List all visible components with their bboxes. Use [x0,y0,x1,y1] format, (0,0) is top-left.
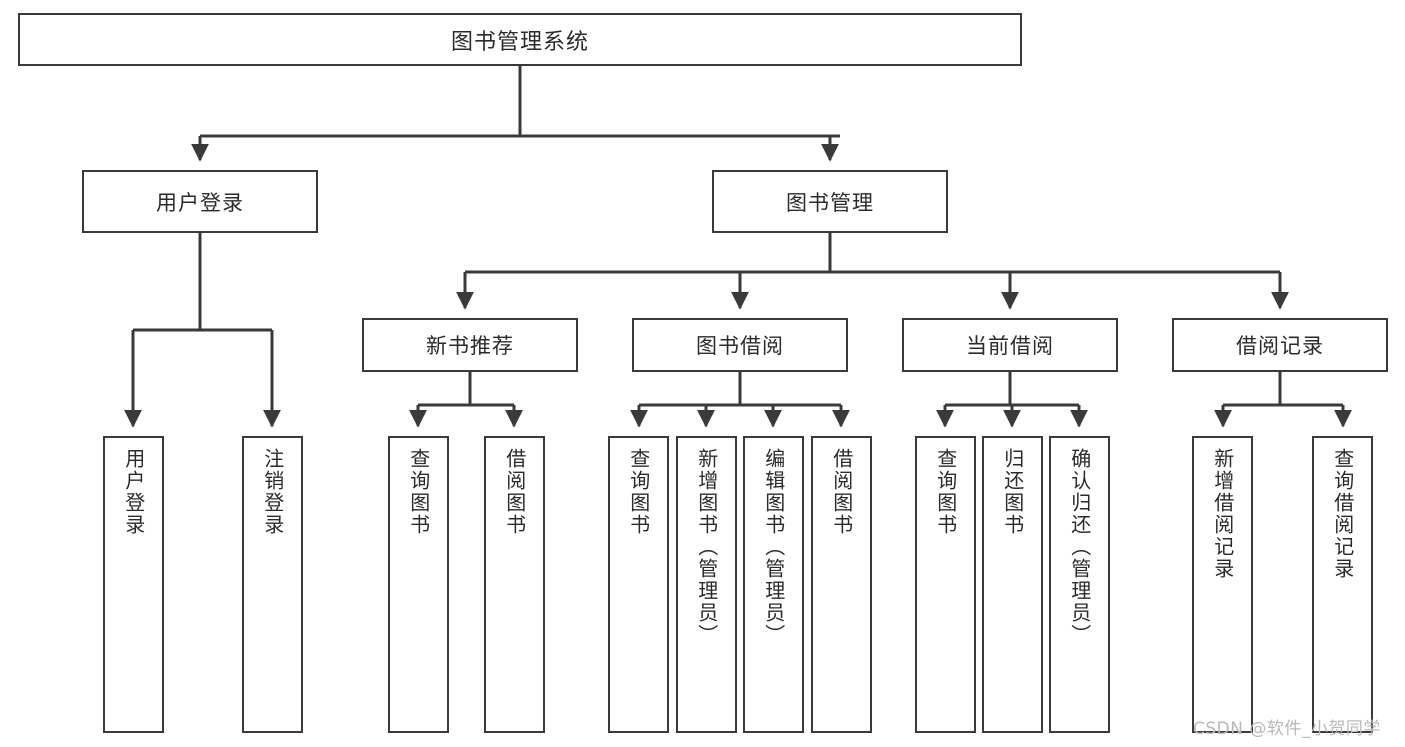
leaf-borrow-query-book[interactable]: 查询图书 [608,436,669,733]
leaf-borrow-add-book-admin[interactable]: 新增图书（管理员） [676,436,737,733]
node-label: 图书借阅 [696,334,784,358]
leaf-record-query-record[interactable]: 查询借阅记录 [1312,436,1373,733]
node-label: 图书管理 [786,190,874,215]
node-label: 借阅记录 [1236,334,1324,358]
node-label: 用户登录 [156,190,244,215]
leaf-newbook-borrow-book[interactable]: 借阅图书 [484,436,545,733]
node-label: 查询图书 [933,448,958,536]
node-label: 图书管理系统 [450,29,589,55]
node-label: 查询图书 [626,448,651,536]
node-borrow-record[interactable]: 借阅记录 [1172,318,1388,372]
leaf-current-query-book[interactable]: 查询图书 [915,436,976,733]
leaf-user-login[interactable]: 用户登录 [103,436,164,733]
node-label: 借阅图书 [829,448,854,536]
node-label: 借阅图书 [502,448,527,536]
node-label: 归还图书 [1000,448,1025,536]
node-label: 注销登录 [260,448,285,536]
csdn-watermark: CSDN @软件_小贺同学 [1193,719,1381,739]
node-label: 用户登录 [121,448,146,536]
node-user-login[interactable]: 用户登录 [82,170,318,233]
leaf-current-confirm-return-admin[interactable]: 确认归还（管理员） [1049,436,1110,733]
node-label: 查询借阅记录 [1330,448,1355,580]
leaf-user-logout[interactable]: 注销登录 [242,436,303,733]
leaf-current-return-book[interactable]: 归还图书 [982,436,1043,733]
node-label: 新书推荐 [426,334,514,358]
node-label: 新增借阅记录 [1210,448,1235,580]
node-current-borrow[interactable]: 当前借阅 [902,318,1118,372]
leaf-borrow-borrow-book[interactable]: 借阅图书 [811,436,872,733]
node-label: 编辑图书（管理员） [761,448,786,646]
leaf-borrow-edit-book-admin[interactable]: 编辑图书（管理员） [743,436,804,733]
node-new-book-recommend[interactable]: 新书推荐 [362,318,578,372]
leaf-newbook-query-book[interactable]: 查询图书 [388,436,449,733]
node-root-system[interactable]: 图书管理系统 [18,13,1022,66]
node-book-borrow[interactable]: 图书借阅 [632,318,848,372]
node-label: 查询图书 [406,448,431,536]
node-book-manage[interactable]: 图书管理 [712,170,948,233]
node-label: 当前借阅 [966,334,1054,358]
leaf-record-add-record[interactable]: 新增借阅记录 [1192,436,1253,733]
node-label: 新增图书（管理员） [694,448,719,646]
node-label: 确认归还（管理员） [1067,448,1092,646]
